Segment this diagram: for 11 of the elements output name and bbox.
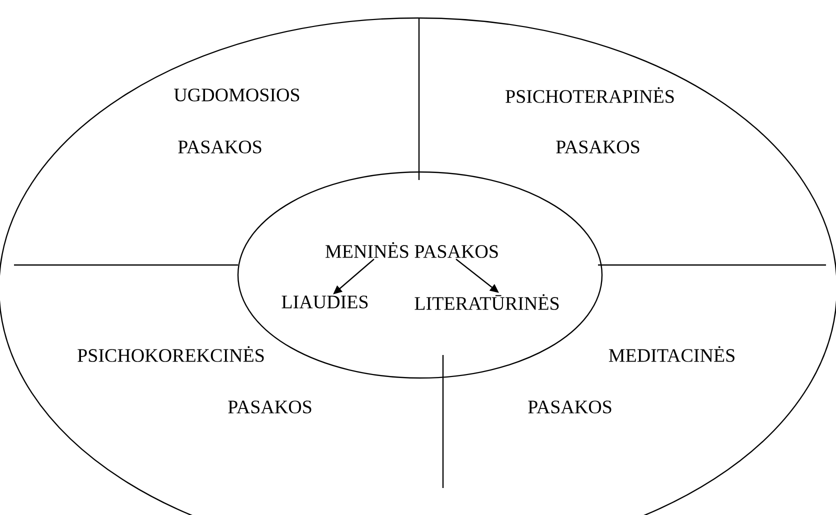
category-label: UGDOMOSIOS bbox=[174, 88, 300, 102]
node-text: MENINĖS PASAKOS bbox=[326, 242, 498, 258]
node-text: LITERATŪRINĖS bbox=[414, 294, 559, 310]
category-label: PSICHOKOREKCINĖS bbox=[78, 346, 264, 362]
category-label: PSICHOTERAPINĖS bbox=[506, 87, 674, 103]
category-label: MEDITACINĖS bbox=[608, 346, 734, 362]
category-label: PASAKOS bbox=[556, 140, 640, 154]
category-label: PASAKOS bbox=[178, 140, 262, 154]
node-text: LIAUDIES bbox=[282, 296, 368, 308]
category-label: PASAKOS bbox=[528, 400, 612, 414]
category-label: PASAKOS bbox=[228, 400, 312, 414]
